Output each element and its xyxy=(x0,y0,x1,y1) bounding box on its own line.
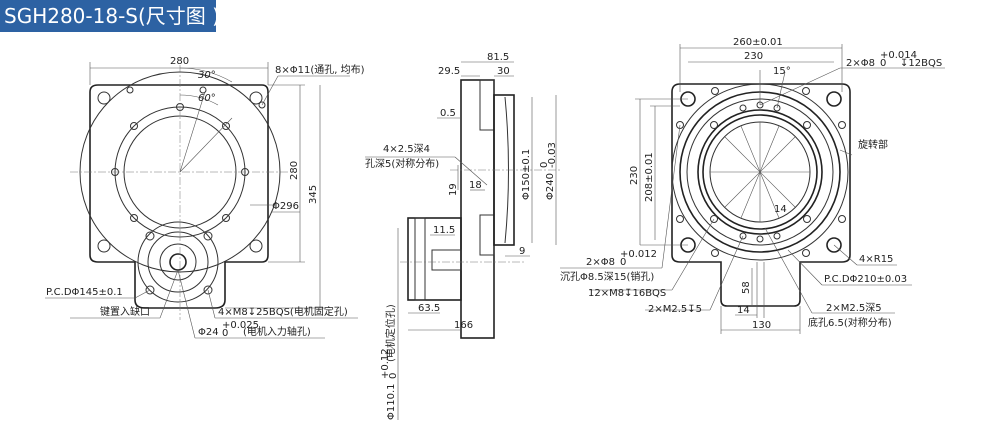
side-body xyxy=(460,79,495,339)
dim-230-vertical: 230 xyxy=(629,166,640,185)
tapped-holes-label: 12×M8↧16BQS xyxy=(588,288,666,299)
pin-holes-bottom-label: 2×Φ8 xyxy=(586,257,615,268)
pin-holes-bottom-note: 沉孔Φ8.5深15(销孔) xyxy=(560,270,654,283)
dim-58: 58 xyxy=(741,281,752,294)
pcd-145-label: P.C.DΦ145±0.1 xyxy=(46,287,123,298)
top-view: 260±0.01 230 15° 2×Φ8 +0.014 0 ↧12BQS 旋转… xyxy=(560,37,945,334)
pin-holes-bottom-tol-upper: +0.012 xyxy=(620,249,657,260)
dim-29-5: 29.5 xyxy=(438,66,460,77)
motor-locating-tol-upper: +0.12 xyxy=(380,348,391,379)
dim-63-5: 63.5 xyxy=(418,303,440,314)
center-rays xyxy=(710,122,810,222)
motor-locating-label: Φ110.1 +0.12 0 (电机定位孔) xyxy=(380,304,399,420)
angle-15-label: 15° xyxy=(773,66,791,77)
height-dim-280: 280 xyxy=(289,161,300,180)
tapped-holes xyxy=(676,87,846,257)
dim-14: 14 xyxy=(737,305,750,316)
dim-230-horizontal: 230 xyxy=(744,51,763,62)
motor-shaft-tol-upper: +0.025 xyxy=(222,320,259,331)
corner-radius-label: 4×R15 xyxy=(859,254,893,265)
front-plate-outline xyxy=(89,84,269,309)
motor-locating-dia: Φ110.1 xyxy=(386,384,397,421)
pin-holes-top-depth: ↧12BQS xyxy=(900,58,942,69)
dim-11-5: 11.5 xyxy=(433,225,455,236)
dia-240-tol-upper: 0 xyxy=(539,162,550,168)
dim-260: 260±0.01 xyxy=(733,37,783,48)
pcd-210-label: P.C.DΦ210±0.03 xyxy=(824,274,907,285)
dim-19: 19 xyxy=(448,183,459,196)
holes-label-line1: 4×2.5深4 xyxy=(383,143,430,155)
pin-holes-top-tol-lower: 0 xyxy=(880,58,886,69)
dia-240-label: Φ240 xyxy=(545,173,556,200)
motor-shaft-tol-lower: 0 xyxy=(222,328,228,339)
page-title: SGH280-18-S(尺寸图 ) xyxy=(0,0,220,32)
dim-0-5: 0.5 xyxy=(440,108,456,119)
through-holes-label: 8×Φ11(通孔, 均布) xyxy=(275,64,365,76)
dim-208: 208±0.01 xyxy=(644,152,655,202)
angle-60-label: 60° xyxy=(198,93,216,104)
rotating-part-label: 旋转部 xyxy=(858,138,888,151)
m25-deep-line2: 底孔6.5(对称分布) xyxy=(808,316,892,329)
dim-9: 9 xyxy=(519,246,525,257)
angle-30-label: 30° xyxy=(198,70,216,81)
dim-30: 30 xyxy=(497,66,510,77)
pin-holes-top-label: 2×Φ8 xyxy=(846,58,875,69)
dim-81-5: 81.5 xyxy=(487,52,509,63)
dia-240-tol-lower: -0.03 xyxy=(547,142,558,168)
dia-150-label: Φ150±0.1 xyxy=(521,149,532,200)
motor-flange-circle xyxy=(137,221,219,303)
dim-166: 166 xyxy=(454,320,473,331)
diameter-296-label: Φ296 xyxy=(272,201,299,212)
height-dim-345: 345 xyxy=(308,185,319,204)
m25-holes-label: 2×M2.5↧5 xyxy=(648,304,702,315)
front-view: 280 30° 60° 8×Φ11(通孔, 均布) 280 345 Φ296 P… xyxy=(45,56,365,339)
dim-14-inner: 14 xyxy=(774,204,787,215)
motor-shaft-hole-label: Φ24 xyxy=(198,327,219,338)
holes-label-line2: 孔深5(对称分布) xyxy=(365,157,439,170)
motor-fix-holes-label: 4×M8↧25BQS(电机固定孔) xyxy=(218,305,348,318)
pin-hole-top-right xyxy=(826,91,842,107)
pin-holes-top-tol-upper: +0.014 xyxy=(880,50,917,61)
side-view: 81.5 29.5 30 0.5 4×2.5深4 孔深5(对称分布) 19 18… xyxy=(365,52,560,420)
motor-shaft-note: (电机入力轴孔) xyxy=(243,325,311,338)
motor-locating-tol-lower: 0 xyxy=(388,373,399,379)
dia-240-label-group: Φ240 0 -0.03 xyxy=(539,142,558,200)
dim-130: 130 xyxy=(752,320,771,331)
motor-locating-note: (电机定位孔) xyxy=(384,304,397,362)
key-slot-label: 键置入缺口 xyxy=(100,305,150,318)
corner-holes xyxy=(97,91,263,253)
top-plate-outline xyxy=(671,83,851,307)
m25-deep-line1: 2×M2.5深5 xyxy=(826,302,882,314)
motor-shaft-hole xyxy=(169,253,187,271)
pin-holes-bottom-tol-lower: 0 xyxy=(620,257,626,268)
width-dim-280: 280 xyxy=(170,56,189,67)
dim-18: 18 xyxy=(469,180,482,191)
